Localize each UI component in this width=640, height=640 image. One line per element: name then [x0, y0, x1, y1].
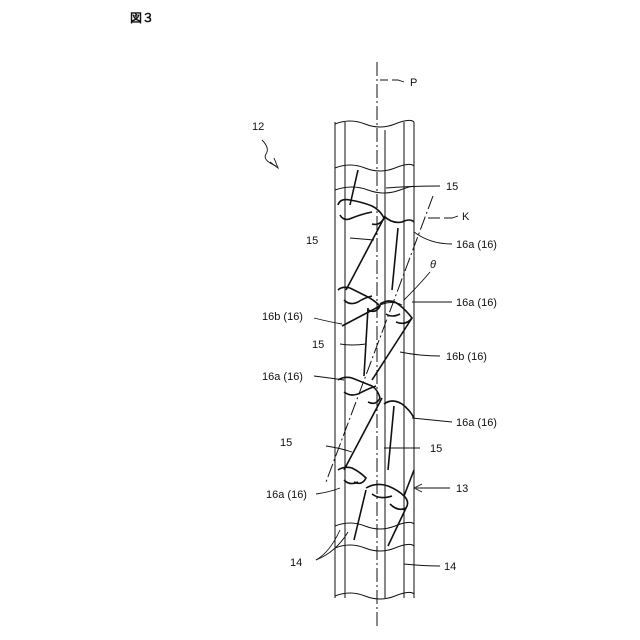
figure-title: 図３: [130, 11, 154, 25]
label-15-d: 15: [430, 443, 442, 455]
axis-k-line: [326, 196, 433, 482]
label-15-c: 15: [280, 437, 292, 449]
break-lines: [335, 120, 414, 599]
axis-k-leader: [428, 216, 458, 218]
label-14-right: 14: [444, 561, 456, 573]
label-13: 13: [456, 483, 468, 495]
label-16a-4: 16a (16): [456, 417, 497, 429]
tube-walls: [335, 122, 414, 598]
label-k: K: [462, 211, 470, 223]
label-theta: θ: [430, 259, 436, 271]
label-15-a: 15: [306, 235, 318, 247]
label-16b-1: 16b (16): [262, 311, 303, 323]
label-14-left: 14: [290, 557, 302, 569]
ref-12-arrowhead: [270, 158, 278, 168]
helical-wire: [338, 170, 414, 546]
ref-12-arrow: [262, 140, 276, 166]
label-16a-5: 16a (16): [266, 489, 307, 501]
label-16b-2: 16b (16): [446, 351, 487, 363]
theta-leader: [404, 272, 430, 300]
label-15-b: 15: [312, 339, 324, 351]
label-p: P: [410, 77, 417, 89]
label-16a-2: 16a (16): [456, 297, 497, 309]
label-16a-3: 16a (16): [262, 371, 303, 383]
label-16a-1: 16a (16): [456, 239, 497, 251]
label-12: 12: [252, 121, 264, 133]
label-15-top: 15: [446, 181, 458, 193]
axis-p-leader: [380, 80, 404, 82]
